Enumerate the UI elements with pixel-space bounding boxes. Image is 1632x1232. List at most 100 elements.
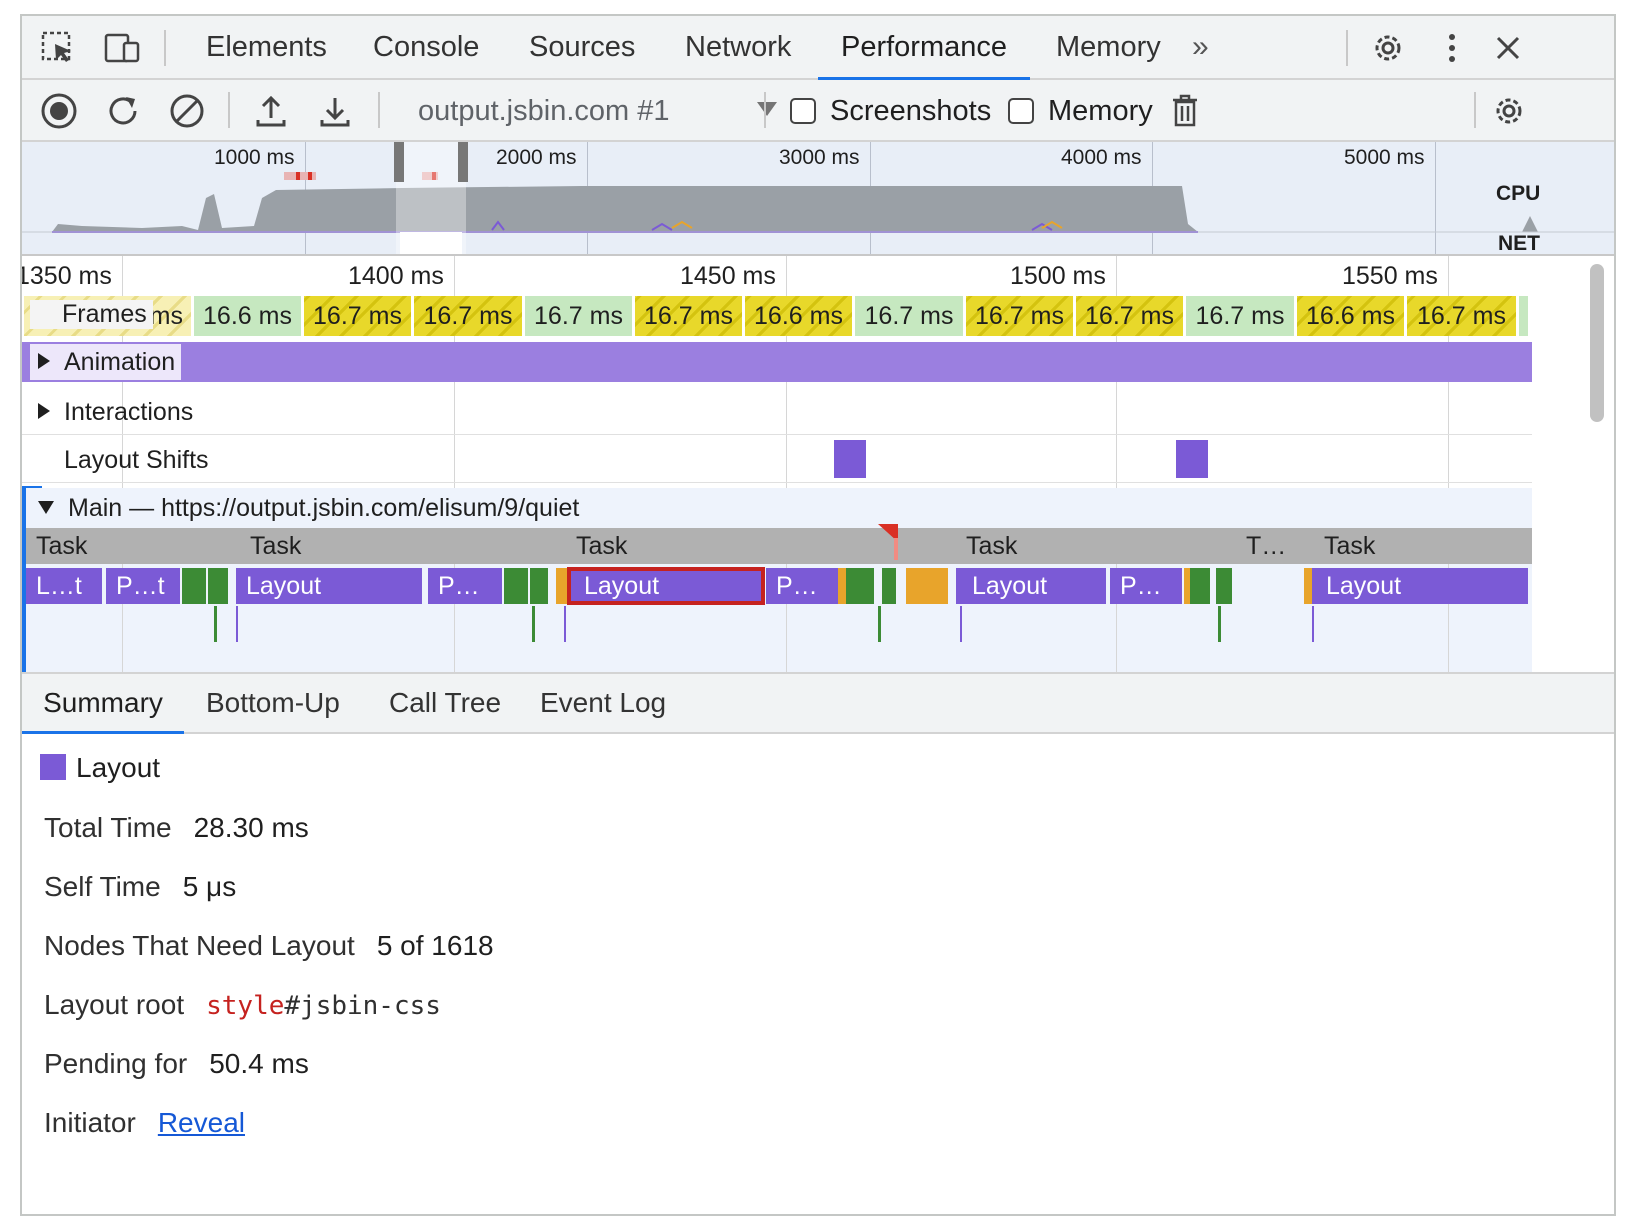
- expand-arrow-icon[interactable]: [38, 403, 50, 420]
- frame-box[interactable]: 16.7 ms: [1076, 296, 1186, 336]
- tab-memory[interactable]: Memory: [1056, 31, 1161, 63]
- frames-track-label[interactable]: Frames: [30, 300, 153, 329]
- script-event[interactable]: [1184, 568, 1194, 604]
- more-tabs-button[interactable]: »: [1192, 30, 1209, 63]
- tab-event-log[interactable]: Event Log: [540, 687, 667, 718]
- recording-select[interactable]: output.jsbin.com #1: [418, 95, 670, 127]
- animation-label: Animation: [64, 348, 176, 376]
- tab-sources[interactable]: Sources: [529, 31, 636, 63]
- script-event[interactable]: [906, 568, 948, 604]
- device-toolbar-icon[interactable]: [102, 28, 142, 68]
- frame-box[interactable]: 16.7 ms: [855, 296, 966, 336]
- composite-event[interactable]: [1190, 568, 1210, 604]
- reload-record-icon[interactable]: [102, 90, 144, 132]
- main-thread-track-label[interactable]: Main — https://output.jsbin.com/elisum/9…: [38, 490, 579, 526]
- task-bar[interactable]: T…: [1246, 532, 1287, 560]
- tab-elements[interactable]: Elements: [206, 31, 327, 63]
- composite-event[interactable]: [182, 568, 206, 604]
- composite-event[interactable]: [1216, 568, 1232, 604]
- tab-summary-label: Summary: [43, 687, 163, 718]
- frame-box[interactable]: 16.7 ms: [966, 296, 1076, 336]
- interactions-track-label[interactable]: Interactions: [38, 394, 193, 430]
- animation-track[interactable]: [22, 342, 1532, 382]
- frame-box[interactable]: 16.6 ms: [194, 296, 304, 336]
- download-profile-icon[interactable]: [314, 90, 356, 132]
- flame-chart[interactable]: 1350 ms 1400 ms 1450 ms 1500 ms 1550 ms …: [22, 254, 1614, 672]
- script-event[interactable]: [556, 568, 568, 604]
- sub-event[interactable]: [214, 606, 217, 642]
- task-bar[interactable]: Task: [576, 532, 628, 560]
- task-bar[interactable]: Task: [250, 532, 302, 560]
- sub-event[interactable]: [960, 606, 962, 642]
- composite-event[interactable]: [218, 568, 228, 604]
- tab-performance[interactable]: Performance: [818, 16, 1030, 81]
- sub-event[interactable]: [1218, 606, 1221, 642]
- tab-summary[interactable]: Summary: [22, 674, 184, 735]
- collapse-arrow-icon[interactable]: [38, 500, 54, 514]
- memory-checkbox[interactable]: [1008, 98, 1034, 124]
- paint-event[interactable]: P…: [1110, 568, 1182, 604]
- screenshots-checkbox[interactable]: [790, 98, 816, 124]
- composite-event[interactable]: [882, 568, 896, 604]
- settings-gear-icon[interactable]: [1368, 28, 1408, 68]
- reveal-link[interactable]: Reveal: [157, 1107, 245, 1138]
- composite-event[interactable]: [208, 568, 218, 604]
- layout-event[interactable]: Layout: [956, 568, 1106, 604]
- frame-box[interactable]: 16.7 ms: [1186, 296, 1297, 336]
- tab-console[interactable]: Console: [373, 31, 480, 63]
- layout-root-tag[interactable]: style: [206, 991, 285, 1021]
- task-bar[interactable]: Task: [1324, 532, 1376, 560]
- task-bar[interactable]: Task: [36, 532, 88, 560]
- layout-event[interactable]: L…t: [26, 568, 102, 604]
- layout-shifts-track-label[interactable]: Layout Shifts: [64, 446, 209, 474]
- frame-box[interactable]: 16.6 ms: [745, 296, 855, 336]
- composite-event[interactable]: [846, 568, 874, 604]
- record-icon[interactable]: [38, 90, 80, 132]
- timeline-overview[interactable]: 1000 ms 2000 ms 3000 ms 4000 ms 5000 ms …: [22, 142, 1614, 254]
- frame-box[interactable]: 16.7 ms: [635, 296, 745, 336]
- trash-icon[interactable]: [1164, 90, 1206, 132]
- composite-event[interactable]: [530, 568, 548, 604]
- inspect-element-icon[interactable]: [38, 28, 78, 68]
- layout-shift-marker[interactable]: [1176, 440, 1208, 478]
- capture-settings-gear-icon[interactable]: [1488, 90, 1530, 132]
- frame-box[interactable]: 16.6 ms: [1297, 296, 1407, 336]
- upload-profile-icon[interactable]: [250, 90, 292, 132]
- self-time-label: Self Time: [44, 871, 161, 902]
- chevron-down-icon[interactable]: [757, 102, 777, 116]
- long-task-warning-marker[interactable]: [878, 524, 902, 562]
- expand-arrow-icon[interactable]: [38, 353, 50, 370]
- script-event[interactable]: [838, 568, 848, 604]
- frame-box[interactable]: 16.7 ms: [525, 296, 635, 336]
- sub-event[interactable]: [532, 606, 535, 642]
- more-options-icon[interactable]: [1432, 28, 1472, 68]
- sub-event[interactable]: [236, 606, 238, 642]
- paint-event[interactable]: P…: [428, 568, 502, 604]
- frame-box[interactable]: 16.7 ms: [1407, 296, 1519, 336]
- clear-icon[interactable]: [166, 90, 208, 132]
- layout-event[interactable]: Layout: [236, 568, 422, 604]
- timeline-scrollbar[interactable]: [1590, 264, 1604, 422]
- layout-event[interactable]: Layout: [1312, 568, 1528, 604]
- frame-box[interactable]: 16.7 ms: [304, 296, 414, 336]
- toolbar-separator: [1346, 30, 1348, 66]
- paint-event[interactable]: P…t: [106, 568, 180, 604]
- composite-event[interactable]: [504, 568, 528, 604]
- tab-network[interactable]: Network: [685, 31, 792, 63]
- frame-box[interactable]: [1519, 296, 1531, 336]
- tab-call-tree[interactable]: Call Tree: [389, 687, 502, 718]
- animation-track-label[interactable]: Animation: [30, 344, 182, 380]
- layout-root-selector[interactable]: #jsbin-css: [284, 991, 441, 1021]
- layout-shift-marker[interactable]: [834, 440, 866, 478]
- tab-bottom-up[interactable]: Bottom-Up: [206, 687, 340, 718]
- frame-box[interactable]: 16.7 ms: [414, 296, 525, 336]
- close-icon[interactable]: [1488, 28, 1528, 68]
- paint-event[interactable]: P…: [766, 568, 838, 604]
- sub-event[interactable]: [564, 606, 566, 642]
- script-event[interactable]: [1304, 568, 1314, 604]
- task-bar[interactable]: Task: [966, 532, 1018, 560]
- selected-layout-event[interactable]: Layout: [567, 567, 765, 605]
- sub-event[interactable]: [1312, 606, 1314, 642]
- sub-event[interactable]: [878, 606, 881, 642]
